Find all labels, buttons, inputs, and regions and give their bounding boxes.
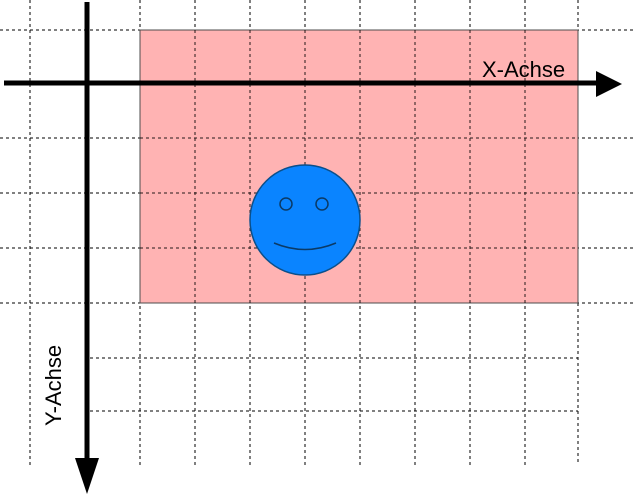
x-axis-arrow-icon <box>596 71 622 97</box>
smiley-left-eye <box>279 197 293 211</box>
y-axis-arrow-icon <box>75 458 99 494</box>
smiley-face-icon <box>249 164 361 276</box>
smiley-mouth <box>273 242 337 251</box>
y-axis <box>75 2 99 494</box>
y-axis-label: Y-Achse <box>41 345 66 426</box>
x-axis <box>4 71 622 97</box>
grid <box>0 0 633 465</box>
smiley-head <box>249 164 361 276</box>
x-axis-label: X-Achse <box>482 57 565 82</box>
smiley-right-eye <box>315 197 329 211</box>
pink-rectangle <box>139 29 579 304</box>
grid-overlay <box>140 30 578 303</box>
